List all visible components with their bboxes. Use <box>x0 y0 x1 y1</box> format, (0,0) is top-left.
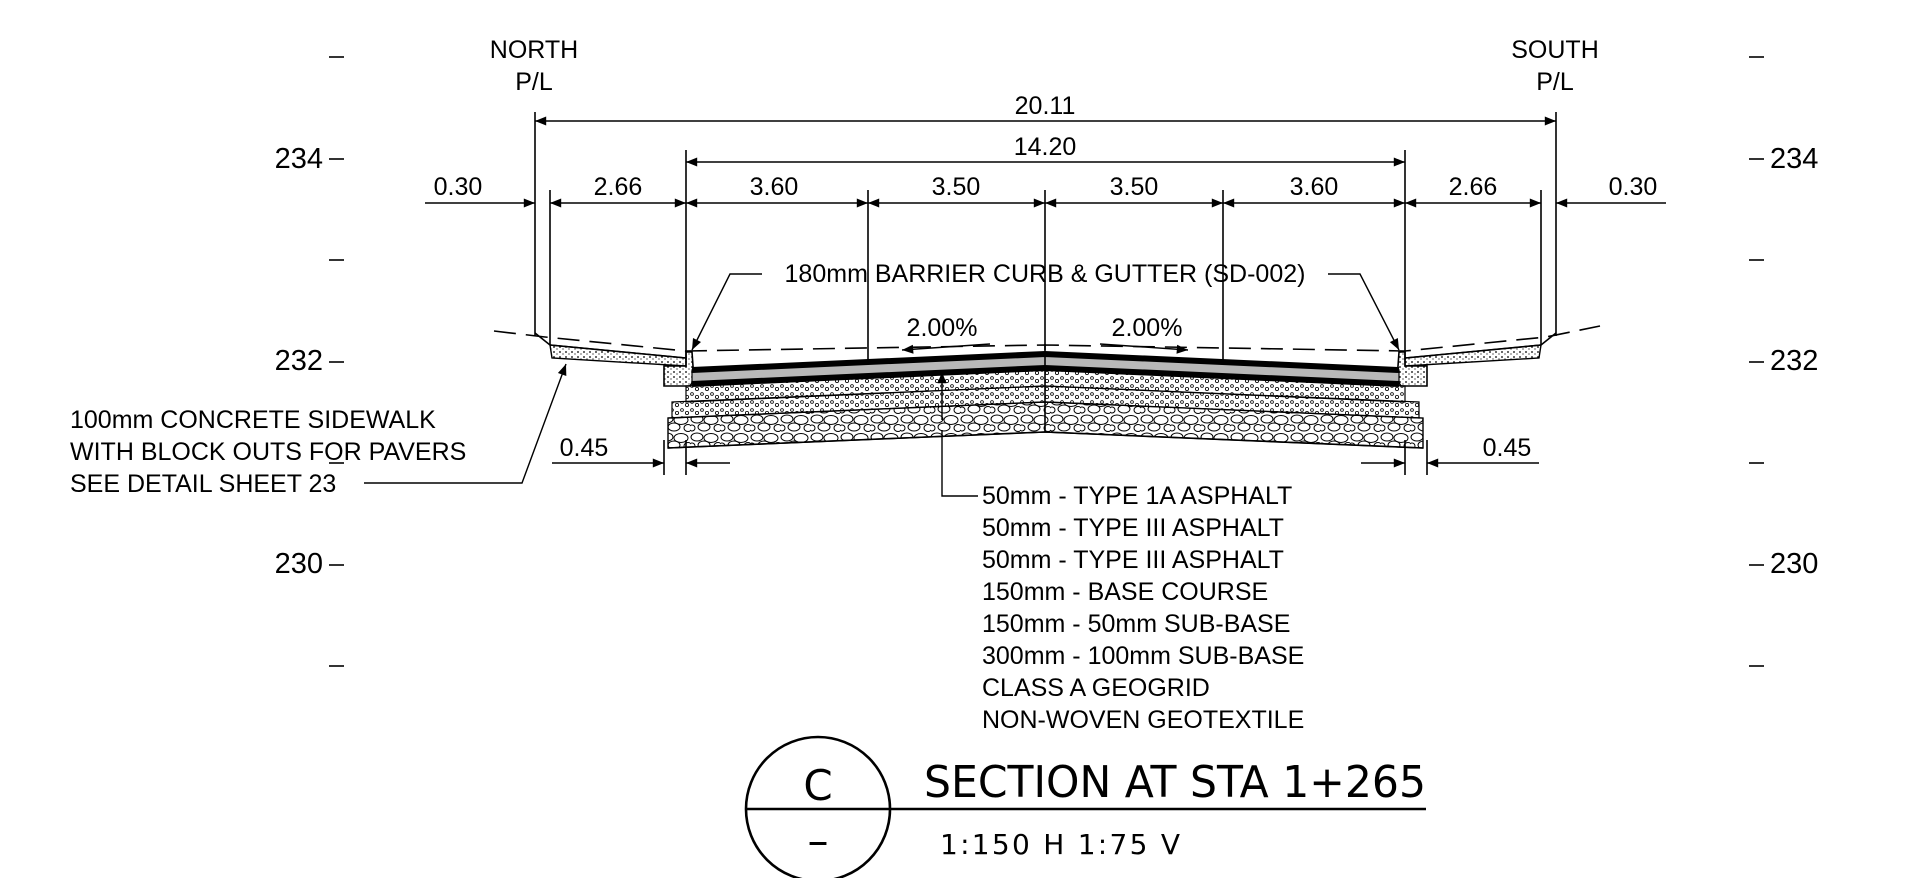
pavement-layer-3: 50mm - TYPE III ASPHALT <box>982 546 1284 574</box>
sidewalk-callout-line2: WITH BLOCK OUTS FOR PAVERS <box>70 438 466 466</box>
section-title: SECTION AT STA 1+265 <box>924 757 1426 808</box>
section-title-block <box>744 735 1426 878</box>
dimension-segment-6: 3.60 <box>1290 173 1339 201</box>
curb-gutter-left <box>663 351 695 387</box>
curb-callout-leaders <box>691 273 1400 351</box>
sidewalk-callout-leader <box>364 363 567 484</box>
south-pl-label-line2: P/L <box>1536 68 1574 96</box>
pavement-layer-2: 50mm - TYPE III ASPHALT <box>982 514 1284 542</box>
curb-callout-label: 180mm BARRIER CURB & GUTTER (SD-002) <box>785 260 1306 288</box>
dimension-segment-8: 0.30 <box>1609 173 1658 201</box>
section-sheet-ref: – <box>808 816 829 865</box>
dimension-roadway-label: 14.20 <box>1014 133 1077 161</box>
pavement-layer-1: 50mm - TYPE 1A ASPHALT <box>982 482 1292 510</box>
slope-arrow-left <box>901 343 991 354</box>
elevation-label-234-left: 234 <box>275 143 323 175</box>
slope-label-right: 2.00% <box>1112 314 1183 342</box>
dimension-segment-3: 3.60 <box>750 173 799 201</box>
pavement-layer-7: CLASS A GEOGRID <box>982 674 1210 702</box>
south-pl-label-line1: SOUTH <box>1511 36 1599 64</box>
elevation-scale-right <box>1749 56 1764 667</box>
north-pl-label-line1: NORTH <box>490 36 578 64</box>
curb-gutter-right <box>1396 351 1428 387</box>
north-pl-label-line2: P/L <box>515 68 553 96</box>
pavement-layers-leader <box>937 372 978 497</box>
elevation-label-234-right: 234 <box>1770 143 1818 175</box>
slope-label-left: 2.00% <box>907 314 978 342</box>
dimension-offset-left-label: 0.45 <box>560 434 609 462</box>
sidewalk-callout-line3: SEE DETAIL SHEET 23 <box>70 470 336 498</box>
elevation-scale-left <box>329 56 344 667</box>
pavement-layer-4: 150mm - BASE COURSE <box>982 578 1268 606</box>
dimension-offset-right-label: 0.45 <box>1483 434 1532 462</box>
pavement-layer-5: 150mm - 50mm SUB-BASE <box>982 610 1290 638</box>
elevation-label-230-right: 230 <box>1770 548 1818 580</box>
dimension-segment-5: 3.50 <box>1110 173 1159 201</box>
dimension-segment-1: 0.30 <box>434 173 483 201</box>
pavement-layer-8: NON-WOVEN GEOTEXTILE <box>982 706 1304 734</box>
slope-arrow-right <box>1099 343 1189 354</box>
dimension-overall-label: 20.11 <box>1015 92 1076 120</box>
section-letter: C <box>803 761 832 810</box>
elevation-label-230-left: 230 <box>275 548 323 580</box>
dimension-segment-7: 2.66 <box>1449 173 1498 201</box>
existing-ground-line <box>493 325 1601 352</box>
section-scale: 1:150 H 1:75 V <box>940 828 1180 861</box>
extension-lines <box>534 112 1557 475</box>
sidewalk-callout-line1: 100mm CONCRETE SIDEWALK <box>70 406 436 434</box>
dimension-segment-2: 2.66 <box>594 173 643 201</box>
pavement-layer-6: 300mm - 100mm SUB-BASE <box>982 642 1304 670</box>
elevation-label-232-left: 232 <box>275 345 323 377</box>
dimension-segment-4: 3.50 <box>932 173 981 201</box>
elevation-label-232-right: 232 <box>1770 345 1818 377</box>
